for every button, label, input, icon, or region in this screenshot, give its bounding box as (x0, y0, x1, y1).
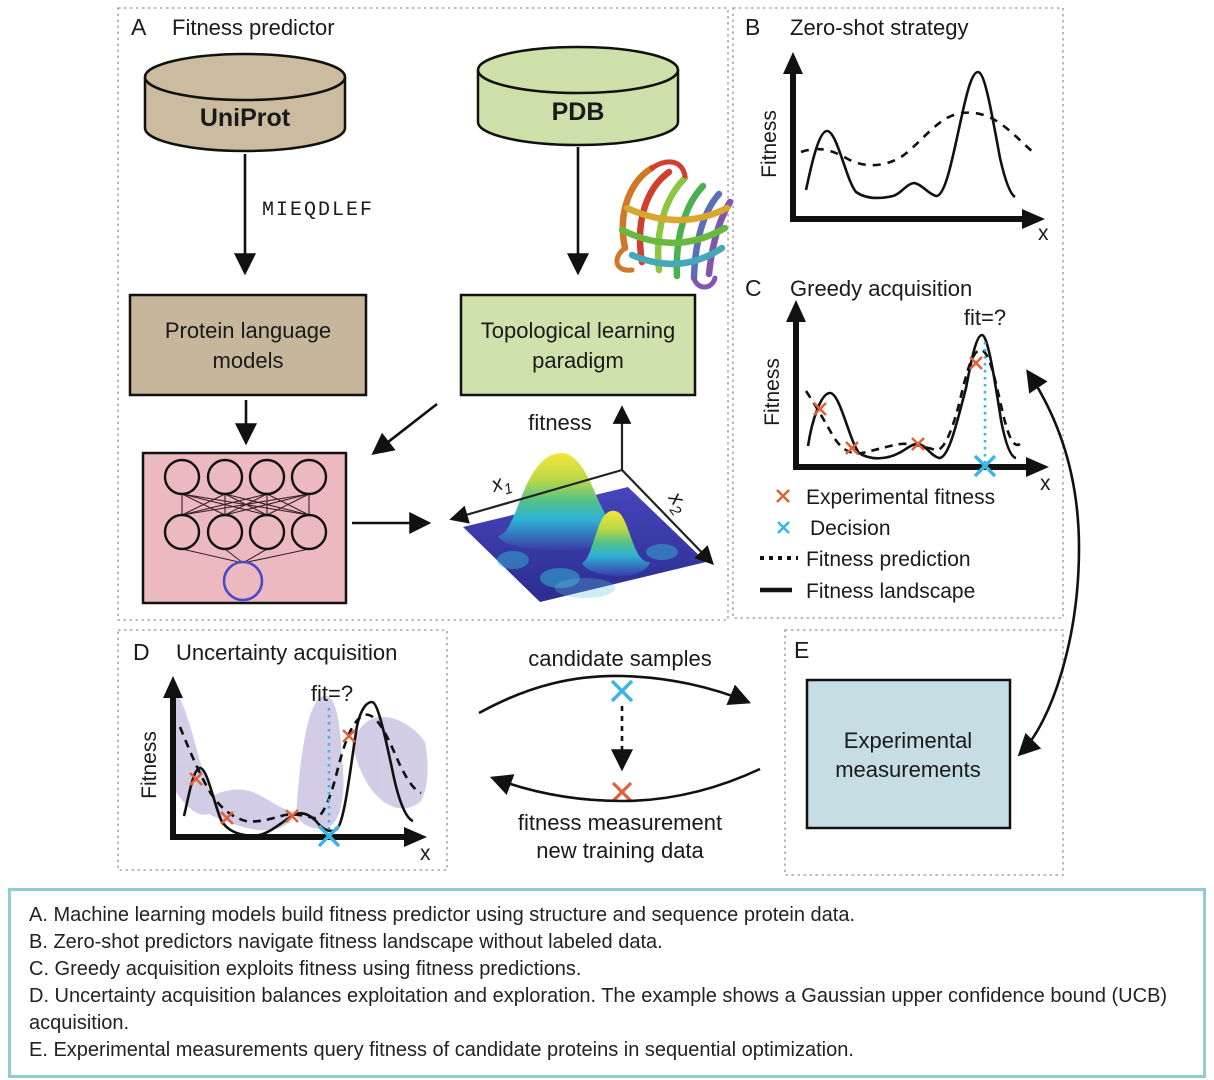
sequence-label: MIEQDLEF (262, 199, 374, 222)
d-experimental-markers (189, 729, 356, 825)
panel-a-border (117, 7, 729, 621)
pdb-label: PDB (552, 98, 605, 126)
d-prediction-curve (178, 713, 422, 823)
c-legend: Experimental fitness Decision Fitness pr… (760, 486, 995, 603)
experimental-measurements-box: Experimental measurements (805, 678, 1012, 830)
panel-b-label: B (745, 14, 760, 40)
protein-language-models-box: Protein language models (128, 293, 368, 397)
optimization-cycle: candidate samples fitness measurement ne… (478, 646, 761, 863)
panel-e-label: E (794, 637, 809, 663)
d-fit-label: fit=? (311, 681, 353, 706)
surface-x2-axis (621, 469, 714, 566)
legend-orange-x-icon (776, 489, 790, 503)
legend-experimental-label: Experimental fitness (806, 486, 995, 509)
figure-caption-box: A. Machine learning models build fitness… (8, 888, 1206, 1078)
nn-output-node (222, 560, 264, 602)
cycle-top-arrow (478, 674, 752, 715)
cycle-bottom-arrow (489, 767, 761, 803)
pdb-database-cylinder: PDB (476, 45, 680, 147)
panel-d-label: D (133, 639, 150, 665)
uniprot-label: UniProt (200, 104, 291, 132)
c-x-label: x (1040, 472, 1051, 495)
surface-main-peak (498, 453, 624, 550)
panel-c-title: Greedy acquisition (790, 276, 972, 301)
legend-decision-label: Decision (810, 517, 891, 540)
c-e-feedback-arrow (1017, 369, 1081, 757)
c-y-label: Fitness (761, 358, 784, 426)
legend-prediction-label: Fitness prediction (806, 548, 971, 571)
d-uncertainty-band (176, 692, 428, 831)
panel-c-label: C (745, 275, 762, 301)
new-training-data-label: new training data (536, 838, 704, 863)
panel-c: C Greedy acquisition Fitness x fit=? Exp… (745, 275, 1051, 603)
panel-e: E Experimental measurements (794, 637, 1012, 830)
c-experimental-markers (813, 356, 983, 455)
panel-e-border (784, 629, 1064, 876)
caption-line-c: C. Greedy acquisition exploits fitness u… (29, 958, 582, 980)
caption-line-d: D. Uncertainty acquisition balances expl… (29, 985, 1168, 1034)
fitness-landscape-3d: fitness x1 x2 (449, 405, 714, 602)
diagram-svg: A Fitness predictor UniProt MIEQDLEF PDB (117, 7, 1081, 876)
d-decision-marker (317, 824, 341, 848)
b-prediction-curve (800, 111, 1035, 167)
candidate-samples-label: candidate samples (528, 646, 711, 671)
c-fit-label: fit=? (964, 305, 1006, 330)
uniprot-database-cylinder: UniProt (143, 52, 347, 153)
panel-a-label: A (131, 14, 147, 40)
b-x-label: x (1038, 222, 1049, 245)
caption-line-b: B. Zero-shot predictors navigate fitness… (29, 931, 663, 953)
plm-label-line2: models (213, 348, 284, 373)
d-landscape-curve (182, 700, 414, 837)
surface-small-peak (582, 510, 650, 577)
plm-label-line1: Protein language (165, 318, 331, 343)
surface-x1-label: x1 (488, 469, 515, 502)
panel-d-border (117, 629, 448, 871)
b-landscape-curve (804, 70, 1016, 200)
caption-line-a: A. Machine learning models build fitness… (29, 904, 856, 926)
neural-network-diagram (141, 451, 348, 605)
panel-d: D Uncertainty acquisition Fitness x fit=… (133, 639, 431, 865)
caption-line-e: E. Experimental measurements query fitne… (29, 1039, 854, 1061)
c-decision-marker (973, 454, 997, 478)
tlp-label-line1: Topological learning (481, 318, 675, 343)
panel-b-title: Zero-shot strategy (790, 15, 969, 40)
surface-z-label: fitness (528, 410, 592, 435)
d-y-label: Fitness (138, 731, 161, 799)
b-y-label: Fitness (758, 110, 781, 178)
legend-blue-x-icon (777, 521, 790, 534)
panel-b: B Zero-shot strategy Fitness x (745, 14, 1049, 245)
panel-d-title: Uncertainty acquisition (176, 640, 397, 665)
exp-box-line1: Experimental (844, 728, 972, 753)
panel-bc-border (732, 7, 1064, 619)
protein-structure-icon (614, 159, 734, 290)
panel-a: A Fitness predictor UniProt MIEQDLEF PDB (128, 14, 734, 605)
cycle-measured-marker (611, 781, 633, 803)
cycle-decision-marker (610, 679, 634, 703)
panel-a-title: Fitness predictor (172, 15, 335, 40)
topological-learning-box: Topological learning paradigm (459, 293, 697, 397)
tlp-to-nn-arrow (371, 402, 438, 456)
exp-box-line2: measurements (835, 757, 981, 782)
legend-landscape-label: Fitness landscape (806, 580, 975, 603)
fitness-measurement-label: fitness measurement (518, 810, 722, 835)
surface-x1-axis (449, 468, 623, 524)
tlp-label-line2: paradigm (532, 348, 624, 373)
d-x-label: x (420, 842, 431, 865)
